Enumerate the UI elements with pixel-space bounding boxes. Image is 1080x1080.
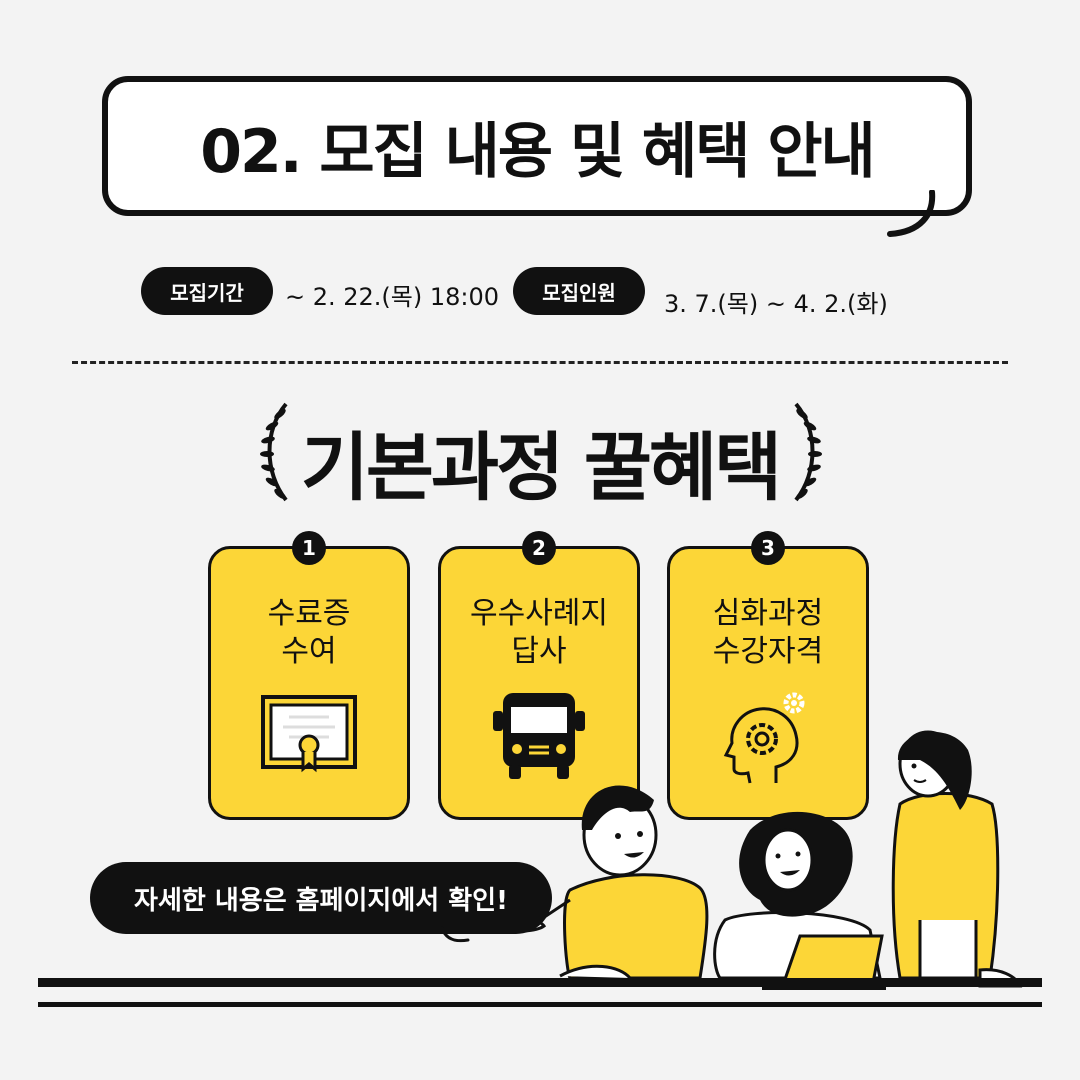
benefit-card-3: 3 심화과정 수강자격: [667, 531, 869, 820]
period-value: ~ 2. 22.(목) 18:00: [285, 283, 500, 311]
bubble-text: 자세한 내용은 홈페이지에서 확인!: [134, 885, 508, 916]
period-badge: 모집기간: [141, 267, 273, 315]
floor-line: [38, 978, 1042, 987]
bus-icon: [493, 693, 585, 779]
laurel-right-icon: [794, 402, 822, 502]
certificate-icon: [261, 695, 357, 773]
page-title: 02. 모집 내용 및 혜택 안내: [200, 116, 876, 187]
benefit-label: 심화과정 수강자격: [712, 596, 824, 669]
info-bubble: 자세한 내용은 홈페이지에서 확인!: [90, 862, 552, 934]
dashed-divider: [72, 361, 1008, 364]
people-illustration: [500, 730, 1023, 990]
people-badge: 모집인원: [513, 267, 645, 315]
speech-tail-icon: [887, 190, 936, 237]
benefit-card-2: 2 우수사례지 답사: [438, 531, 640, 820]
benefit-card-1: 1 수료증 수여: [208, 531, 410, 820]
bubble-tail-icon: [440, 926, 470, 943]
benefit-label: 수료증 수여: [267, 596, 351, 669]
head-gear-icon: [723, 692, 805, 784]
people-value: 3. 7.(목) ~ 4. 2.(화): [664, 290, 888, 318]
benefit-number: 1: [292, 531, 326, 565]
benefit-label: 우수사례지 답사: [470, 596, 608, 669]
floor-line-thin: [38, 1002, 1042, 1007]
laurel-left-icon: [260, 402, 288, 502]
benefit-number: 3: [751, 531, 785, 565]
title-box: 02. 모집 내용 및 혜택 안내: [102, 76, 972, 216]
benefit-number: 2: [522, 531, 556, 565]
section-heading: 기본과정 꿀혜택: [300, 425, 782, 511]
